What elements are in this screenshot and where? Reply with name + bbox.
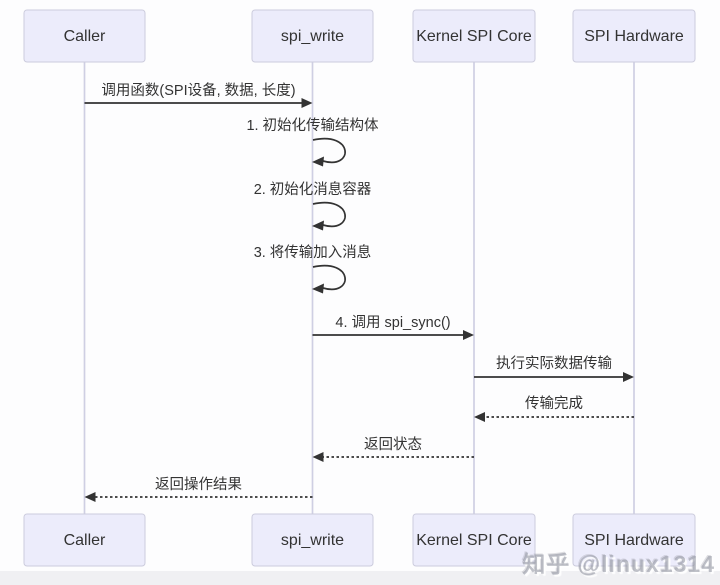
self-loop	[312, 264, 346, 291]
actor-label-kernel-spi-core: Kernel SPI Core	[416, 28, 532, 45]
actor-top-spi-write: spi_write	[251, 9, 374, 63]
message-label: 传输完成	[525, 395, 583, 412]
actor-box	[412, 513, 536, 567]
arrowhead-left-icon	[312, 156, 324, 167]
actor-top-spi-hardware: SPI Hardware	[572, 9, 696, 63]
actor-label-kernel-spi-core: Kernel SPI Core	[416, 532, 532, 549]
actor-box	[23, 513, 146, 567]
actor-label-spi-write: spi_write	[281, 532, 344, 549]
arrowhead-left-icon	[84, 492, 96, 502]
message-self-add-transfer-to-message: 3. 将传输加入消息	[254, 244, 372, 294]
actor-box	[412, 9, 536, 63]
message-self-init-transfer-struct: 1. 初始化传输结构体	[246, 117, 379, 167]
arrowhead-right-icon	[463, 330, 474, 340]
message-call-spi-sync: 4. 调用 spi_sync()	[312, 314, 474, 340]
actor-label-spi-hardware: SPI Hardware	[584, 532, 684, 549]
actor-bottom-caller: Caller	[23, 513, 146, 567]
message-label: 返回状态	[364, 436, 422, 453]
message-return-status: 返回状态	[312, 436, 474, 462]
actor-top-caller: Caller	[23, 9, 146, 63]
message-label: 1. 初始化传输结构体	[246, 117, 379, 134]
actor-label-caller: Caller	[64, 532, 106, 549]
arrowhead-left-icon	[312, 220, 324, 231]
message-label: 4. 调用 spi_sync()	[335, 314, 450, 331]
message-execute-data-transfer: 执行实际数据传输	[474, 355, 634, 382]
actor-label-spi-hardware: SPI Hardware	[584, 28, 684, 45]
arrowhead-left-icon	[312, 283, 324, 294]
actor-label-caller: Caller	[64, 28, 106, 45]
message-transfer-complete: 传输完成	[474, 395, 634, 422]
page-bottom-strip	[0, 571, 720, 585]
message-label: 执行实际数据传输	[496, 355, 612, 372]
message-label: 调用函数(SPI设备, 数据, 长度)	[101, 82, 295, 99]
arrowhead-left-icon	[312, 452, 324, 462]
message-label: 返回操作结果	[155, 476, 242, 493]
actor-box	[251, 513, 374, 567]
message-label: 3. 将传输加入消息	[254, 244, 372, 261]
arrowhead-right-icon	[301, 98, 313, 108]
self-loop	[312, 137, 346, 164]
message-call-function: 调用函数(SPI设备, 数据, 长度)	[84, 82, 313, 108]
actor-label-spi-write: spi_write	[281, 28, 344, 45]
actor-box	[572, 9, 696, 63]
actor-bottom-kernel-spi-core: Kernel SPI Core	[412, 513, 536, 567]
actor-box	[23, 9, 146, 63]
message-label: 2. 初始化消息容器	[254, 181, 372, 198]
actor-bottom-spi-hardware: SPI Hardware	[572, 513, 696, 567]
actor-top-kernel-spi-core: Kernel SPI Core	[412, 9, 536, 63]
actor-box	[572, 513, 696, 567]
arrowhead-left-icon	[474, 412, 485, 422]
arrowhead-right-icon	[623, 372, 634, 382]
self-loop	[312, 201, 346, 228]
actor-bottom-spi-write: spi_write	[251, 513, 374, 567]
message-self-init-message-container: 2. 初始化消息容器	[254, 181, 372, 231]
message-return-operation-result: 返回操作结果	[84, 476, 313, 502]
actor-box	[251, 9, 374, 63]
